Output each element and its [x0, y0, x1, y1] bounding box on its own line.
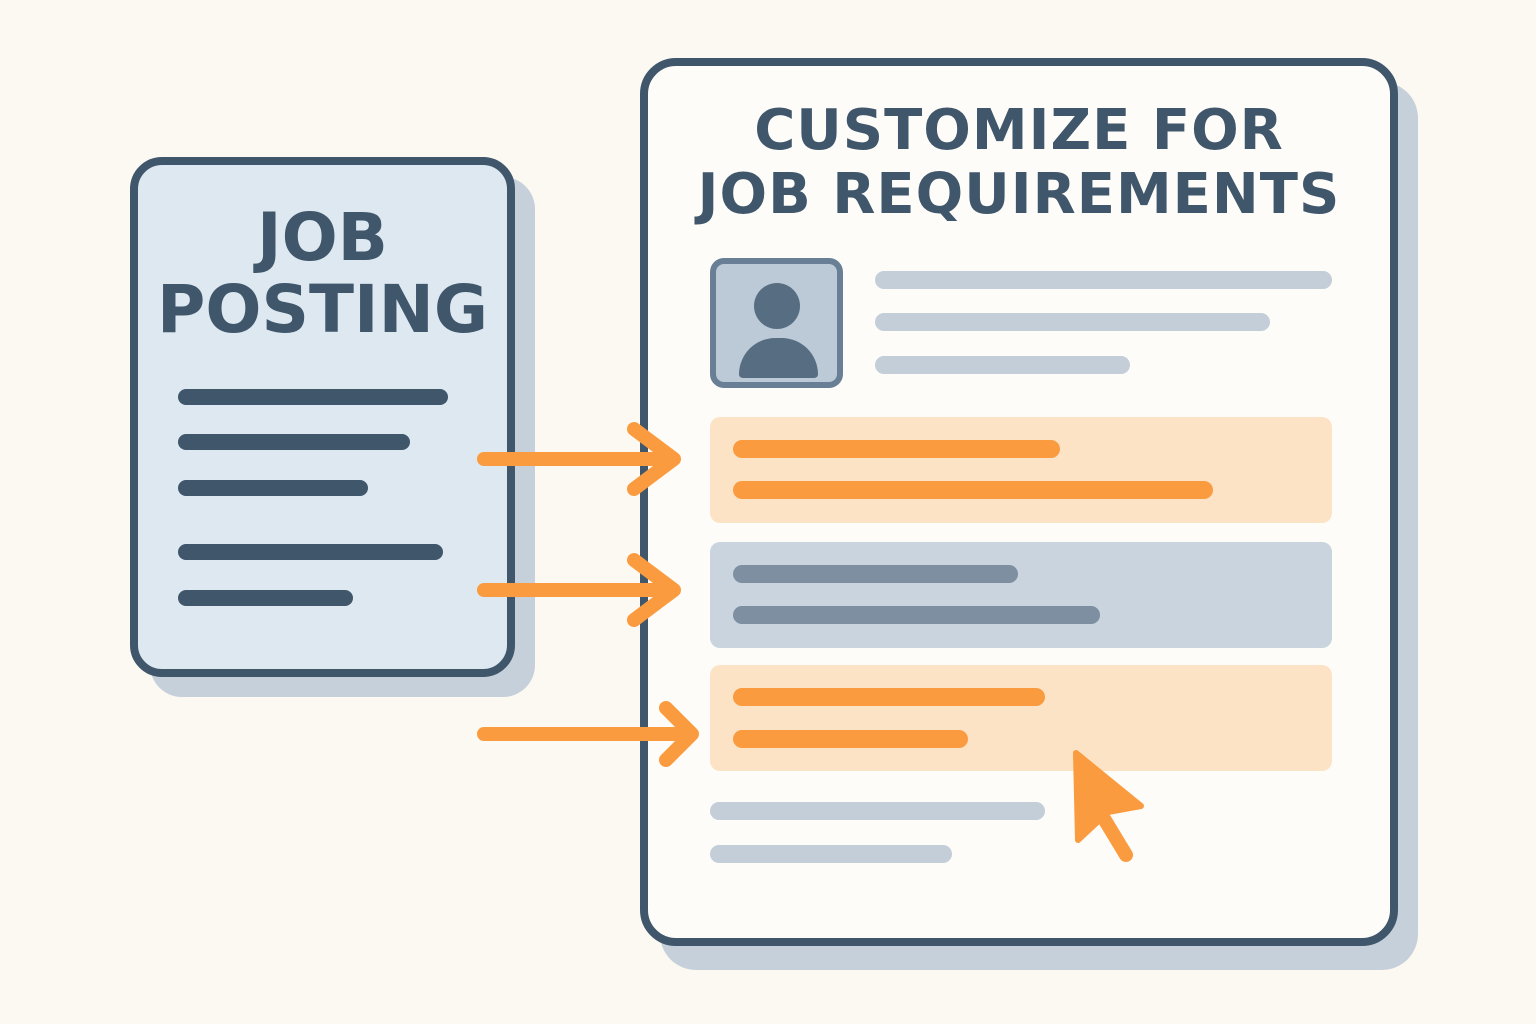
- cursor-pointer-icon: [1073, 750, 1144, 862]
- section-line: [733, 730, 968, 748]
- section-line: [733, 440, 1060, 458]
- resume-title: CUSTOMIZE FOR JOB REQUIREMENTS: [640, 103, 1398, 223]
- posting-line: [178, 434, 410, 450]
- header-line: [875, 271, 1332, 289]
- highlighted-section-3[interactable]: [710, 665, 1332, 771]
- section-2[interactable]: [710, 542, 1332, 648]
- section-line: [733, 481, 1213, 499]
- resume-title-line2: JOB REQUIREMENTS: [697, 162, 1341, 227]
- posting-line: [178, 480, 368, 496]
- footer-line: [710, 845, 952, 863]
- posting-line: [178, 590, 353, 606]
- footer-line: [710, 802, 1045, 820]
- highlighted-section-1[interactable]: [710, 417, 1332, 523]
- section-line: [733, 606, 1100, 624]
- posting-line: [178, 389, 448, 405]
- posting-line: [178, 544, 443, 560]
- avatar-icon: [710, 258, 843, 388]
- arrow-right-icon: [477, 553, 681, 627]
- arrow-right-icon: [477, 422, 681, 496]
- job-posting-title: JOB POSTING: [130, 205, 515, 343]
- job-posting-title-line2: POSTING: [157, 271, 488, 348]
- header-line: [875, 313, 1270, 331]
- resume-title-line1: CUSTOMIZE FOR: [754, 98, 1284, 163]
- arrow-right-icon: [477, 701, 699, 767]
- section-line: [733, 688, 1045, 706]
- job-posting-title-line1: JOB: [257, 199, 388, 276]
- header-line: [875, 356, 1130, 374]
- section-line: [733, 565, 1018, 583]
